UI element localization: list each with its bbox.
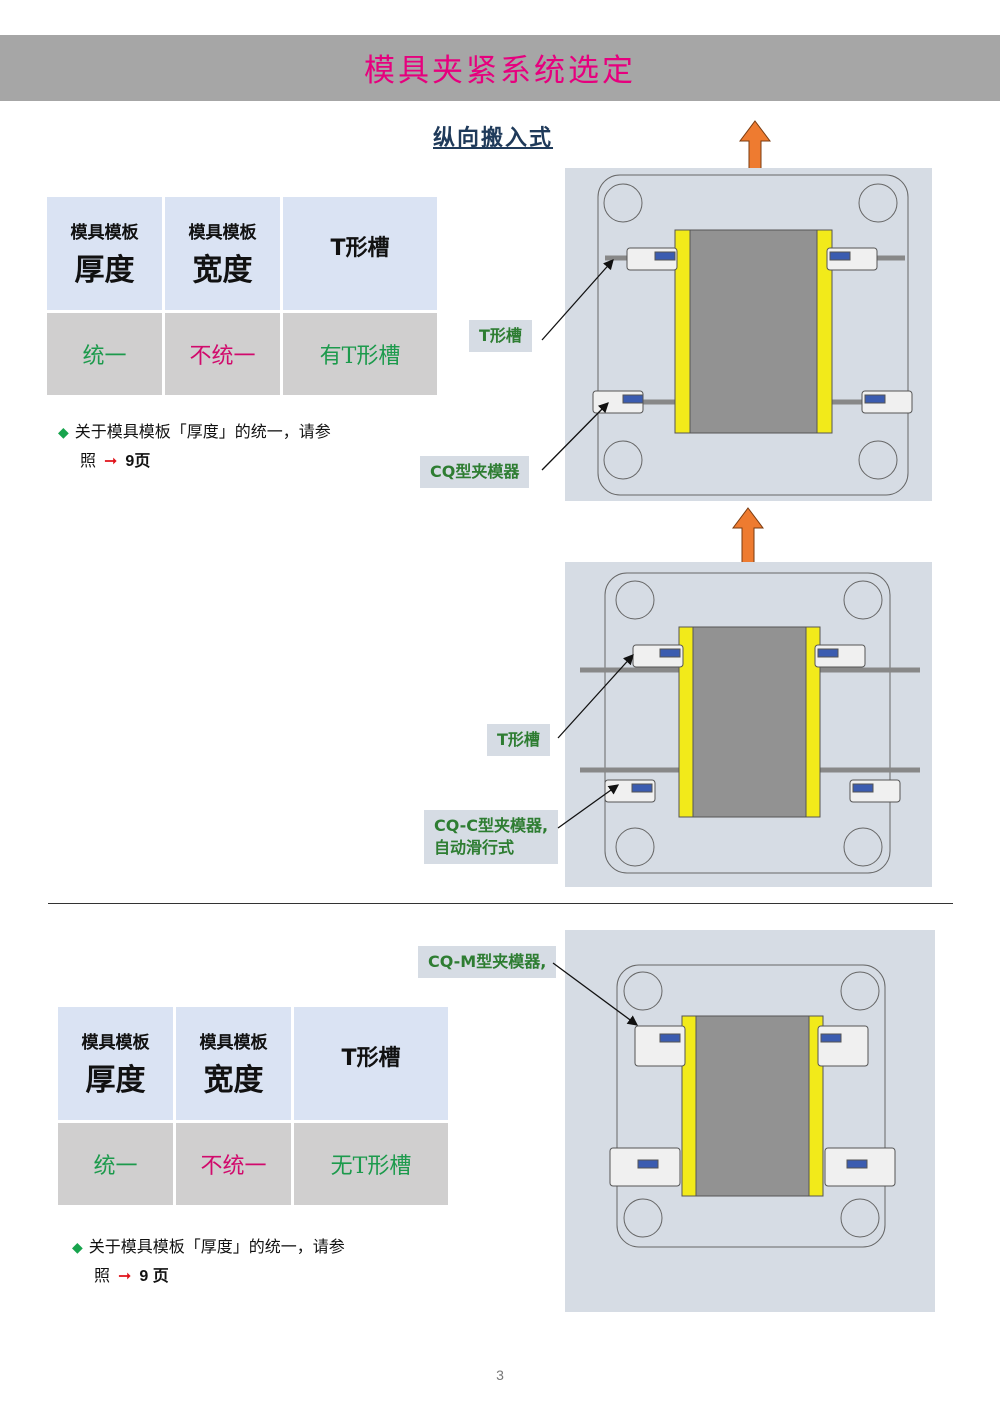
note-text: 关于模具模板「厚度」的统一，请参 <box>88 1237 345 1256</box>
callout-arrow <box>557 654 634 739</box>
callout-line: 自动滑行式 <box>434 838 515 857</box>
tie-bar-hole <box>858 183 898 223</box>
header-big-label: 宽度 <box>203 1063 264 1098</box>
diamond-bullet-icon: ◆ <box>58 425 69 441</box>
callout-line: CQ-C型夹模器, <box>434 816 549 835</box>
header-thickness: 模具模板 厚度 <box>47 197 162 310</box>
header-small-label: 模具模板 <box>81 1033 150 1053</box>
clamp <box>609 1025 896 1187</box>
value-tslot: 有T形槽 <box>283 313 437 395</box>
header-big-label: T形槽 <box>330 235 390 261</box>
header-thickness: 模具模板 厚度 <box>58 1007 173 1120</box>
header-small-label: 模具模板 <box>199 1033 268 1053</box>
note-page-ref: 9页 <box>125 453 151 470</box>
callout-arrows-3 <box>552 962 639 1026</box>
right-arrow-icon: ➞ <box>118 1266 132 1285</box>
header-width: 模具模板 宽度 <box>176 1007 291 1120</box>
callout-arrows-1 <box>541 259 614 471</box>
value-width: 不统一 <box>176 1123 291 1205</box>
tie-bar-hole <box>840 1198 880 1238</box>
header-small-label: 模具模板 <box>70 223 139 243</box>
clamp <box>604 644 901 803</box>
title-bar: 模具夹紧系统选定 <box>0 35 1000 101</box>
platen-outline <box>604 572 891 874</box>
platen-outline <box>616 964 886 1248</box>
diagram-cq-m-clamp <box>565 930 935 1312</box>
callout-tslot-1: T形槽 <box>469 320 532 352</box>
diagram-cq-c-clamp <box>565 507 932 887</box>
tie-bar-hole <box>603 183 643 223</box>
note-text: 关于模具模板「厚度」的统一，请参 <box>74 422 331 441</box>
header-tslot: T形槽 <box>294 1007 448 1120</box>
tie-bar-hole <box>623 1198 663 1238</box>
diamond-bullet-icon: ◆ <box>72 1240 83 1256</box>
diagram-cq-clamp <box>565 120 932 501</box>
section-subtitle: 纵向搬入式 <box>433 125 554 151</box>
callout-cq-m-clamp: CQ-M型夹模器, <box>418 946 557 978</box>
tie-bar-hole <box>858 440 898 480</box>
platen-outline <box>597 174 909 496</box>
value-thickness: 统一 <box>58 1123 173 1205</box>
tie-bar-hole <box>615 580 655 620</box>
callout-arrows-2 <box>557 654 634 829</box>
tie-bar-hole <box>843 827 883 867</box>
callout-arrow <box>541 402 609 471</box>
callout-tslot-2: T形槽 <box>487 724 550 756</box>
callout-cq-clamp: CQ型夹模器 <box>420 456 530 488</box>
callout-cq-c-clamp: CQ-C型夹模器, 自动滑行式 <box>424 810 559 864</box>
header-big-label: 厚度 <box>85 1063 146 1098</box>
value-width: 不统一 <box>165 313 280 395</box>
selection-table-2: 模具模板 厚度 模具模板 宽度 T形槽 统一 不统一 无T形槽 <box>55 1004 451 1208</box>
tie-bar-hole <box>843 580 883 620</box>
value-tslot: 无T形槽 <box>294 1123 448 1205</box>
header-big-label: 宽度 <box>192 253 253 288</box>
tie-bar-hole <box>623 971 663 1011</box>
mold-body <box>692 626 807 818</box>
header-width: 模具模板 宽度 <box>165 197 280 310</box>
header-big-label: T形槽 <box>341 1045 401 1071</box>
header-big-label: 厚度 <box>74 253 135 288</box>
tie-bar-hole <box>603 440 643 480</box>
section-divider <box>48 903 953 904</box>
value-thickness: 统一 <box>47 313 162 395</box>
note-page-ref: 9 页 <box>139 1268 169 1285</box>
mold-body <box>689 229 818 434</box>
selection-table-1: 模具模板 厚度 模具模板 宽度 T形槽 统一 不统一 有T形槽 <box>44 194 440 398</box>
clamp <box>592 247 913 414</box>
right-arrow-icon: ➞ <box>104 451 118 470</box>
callout-arrow <box>557 784 620 829</box>
header-tslot: T形槽 <box>283 197 437 310</box>
note-2: ◆ 关于模具模板「厚度」的统一，请参 照 ➞ 9 页 <box>72 1233 345 1291</box>
note-1: ◆ 关于模具模板「厚度」的统一，请参 照 ➞ 9页 <box>58 418 331 476</box>
callout-arrow <box>541 259 614 341</box>
page-number: 3 <box>496 1367 504 1383</box>
header-small-label: 模具模板 <box>188 223 257 243</box>
note-text: 照 <box>94 1266 111 1285</box>
mold-body <box>695 1015 810 1197</box>
note-text: 照 <box>80 451 97 470</box>
callout-arrow <box>552 962 639 1026</box>
tie-bar-hole <box>615 827 655 867</box>
tie-bar-hole <box>840 971 880 1011</box>
page-title: 模具夹紧系统选定 <box>364 53 636 89</box>
